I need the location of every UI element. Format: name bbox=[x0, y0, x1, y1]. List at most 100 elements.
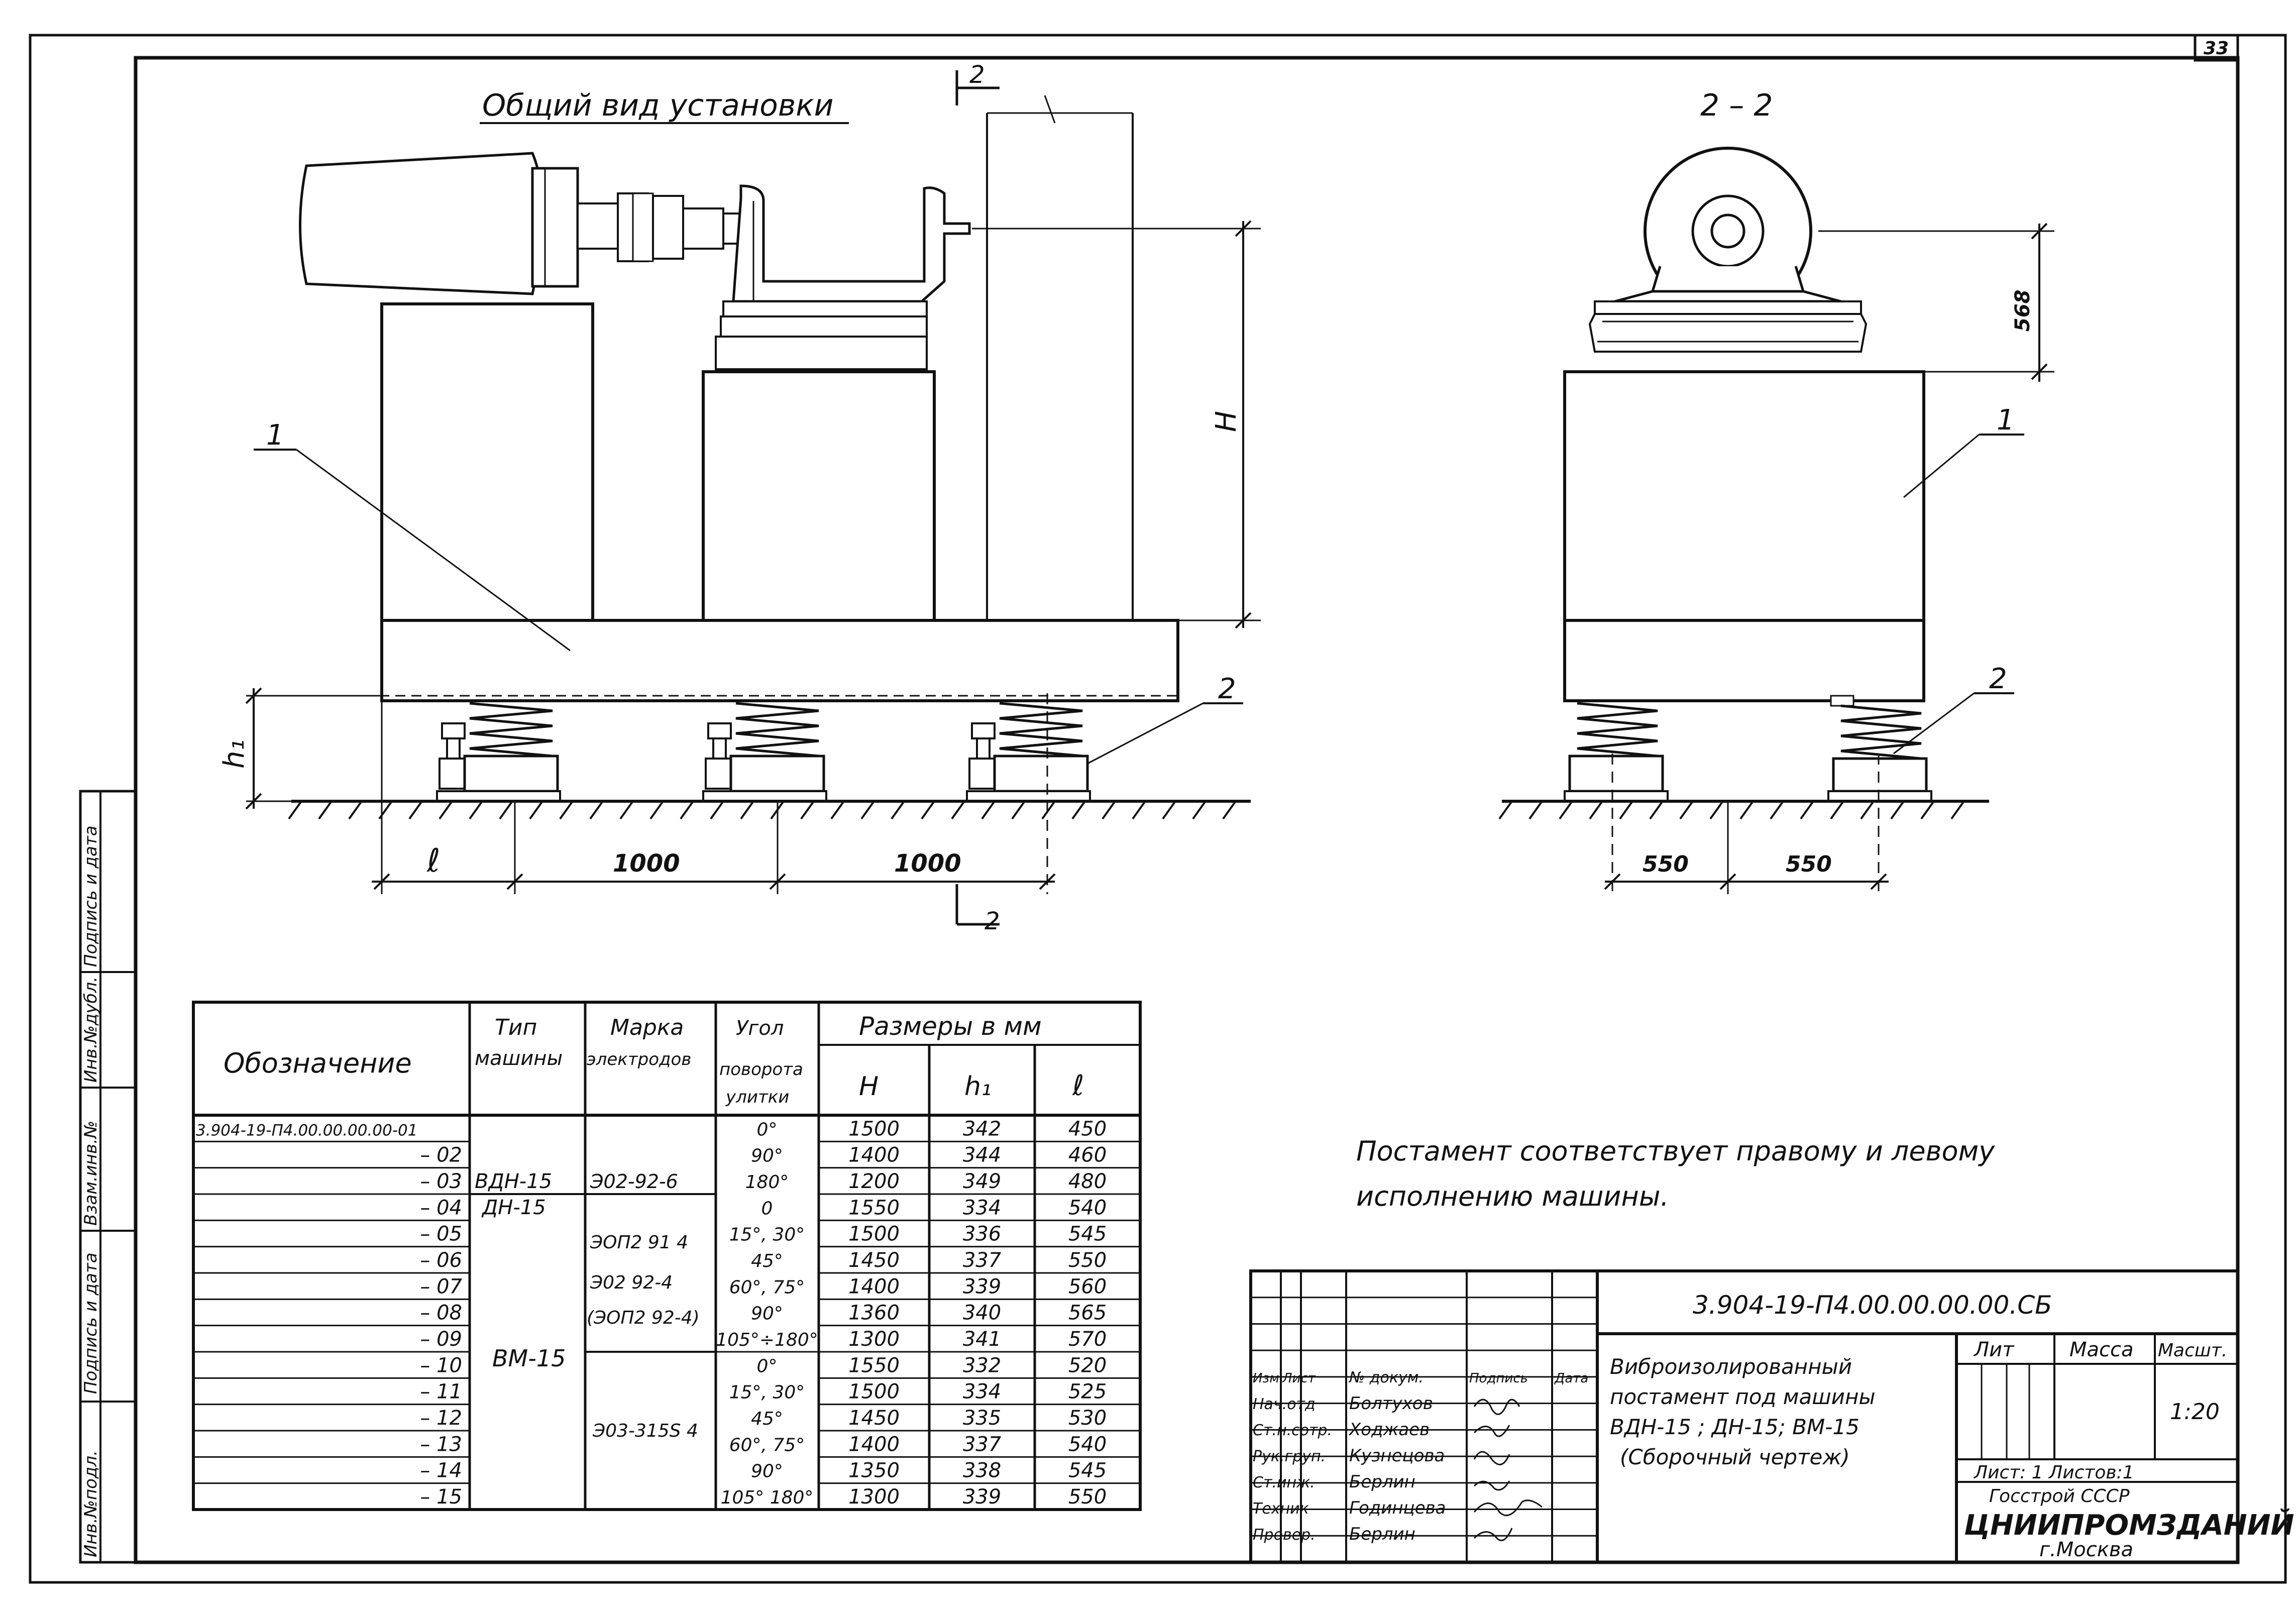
svg-text:H: H bbox=[1210, 411, 1243, 432]
document-name: постамент под машины bbox=[1610, 1384, 1876, 1409]
dimension-550: 550 550 bbox=[1604, 754, 1889, 894]
spec-table: Обозначение Тип машины Марка электродов … bbox=[192, 1001, 1142, 1511]
electrode-grade: Э03-315S 4 bbox=[592, 1421, 698, 1441]
column-header: Подпись bbox=[1469, 1371, 1528, 1386]
cell-angle: 90° bbox=[751, 1461, 783, 1482]
header-angle: улитки bbox=[725, 1087, 789, 1107]
header-electrode: электродов bbox=[587, 1049, 691, 1069]
cell-designation: – 03 bbox=[420, 1170, 462, 1193]
handwritten-signature bbox=[1473, 1480, 1510, 1491]
electrode-grade: Э02 92-4 bbox=[590, 1272, 673, 1293]
strip-label: Инв.№подл. bbox=[81, 1450, 101, 1557]
svg-text:2: 2 bbox=[985, 907, 1000, 935]
strip-label: Подпись и дата bbox=[81, 825, 101, 967]
cell-l: 530 bbox=[1068, 1407, 1107, 1430]
column-header: № докум. bbox=[1348, 1369, 1424, 1386]
svg-text:1: 1 bbox=[266, 419, 284, 452]
cell-l: 525 bbox=[1068, 1380, 1107, 1404]
cell-designation: – 13 bbox=[420, 1433, 462, 1456]
note-line: исполнению машины. bbox=[1356, 1181, 1669, 1212]
concrete-base-slab bbox=[380, 619, 1179, 702]
cell-designation: – 07 bbox=[420, 1275, 462, 1298]
side-view-2-2: 2 – 2 bbox=[1498, 88, 2054, 894]
spring-isolator bbox=[1564, 702, 1669, 802]
cell-h1: 339 bbox=[963, 1485, 1001, 1509]
cell-angle: 105° 180° bbox=[721, 1487, 814, 1508]
dimension-H: H bbox=[972, 220, 1261, 629]
cell-l: 460 bbox=[1068, 1144, 1107, 1167]
cell-H: 1550 bbox=[848, 1354, 900, 1377]
organization: г.Москва bbox=[2039, 1538, 2133, 1561]
handwritten-signature bbox=[1473, 1528, 1513, 1541]
machine-type: ВДН-15 bbox=[475, 1170, 552, 1193]
cell-l: 540 bbox=[1068, 1196, 1107, 1219]
signer-role: Техник bbox=[1253, 1500, 1309, 1518]
cell-h1: 335 bbox=[963, 1407, 1001, 1430]
header-machine-type: Тип bbox=[495, 1015, 537, 1040]
cell-l: 520 bbox=[1068, 1354, 1107, 1377]
spring-isolator bbox=[436, 702, 561, 802]
cell-h1: 336 bbox=[963, 1223, 1001, 1246]
handwritten-signature bbox=[1473, 1399, 1520, 1415]
header-sizes: Размеры в мм bbox=[859, 1012, 1042, 1041]
cell-h1: 338 bbox=[963, 1459, 1001, 1482]
cell-h1: 332 bbox=[963, 1354, 1001, 1377]
column-header: Дата bbox=[1554, 1371, 1588, 1386]
strip-label: Взам.инв.№ bbox=[81, 1121, 101, 1226]
svg-text:1000: 1000 bbox=[894, 849, 961, 878]
note-line: Постамент соответствует правому и левому bbox=[1356, 1135, 1995, 1167]
signer-name: Годинцева bbox=[1349, 1498, 1446, 1518]
outer-frame bbox=[29, 34, 2287, 1584]
cell-h1: 334 bbox=[963, 1196, 1001, 1219]
cell-angle: 90° bbox=[751, 1146, 783, 1166]
machine-type: ВМ-15 bbox=[492, 1345, 566, 1372]
cell-angle: 180° bbox=[745, 1172, 789, 1193]
callout-2: 2 bbox=[1087, 673, 1243, 765]
signer-role: Нач.отд bbox=[1253, 1396, 1316, 1413]
section-mark-top: 2 bbox=[955, 61, 1000, 105]
cell-h1: 344 bbox=[963, 1144, 1001, 1167]
strip-label: Подпись и дата bbox=[81, 1252, 101, 1394]
cell-l: 545 bbox=[1068, 1459, 1107, 1482]
signer-name: Ходжаев bbox=[1348, 1420, 1430, 1440]
spring-isolator bbox=[1827, 695, 1932, 802]
spec-table-grid bbox=[193, 1140, 1140, 1484]
document-name: (Сборочный чертеж) bbox=[1620, 1445, 1850, 1469]
title-block: 3.904-19-П4.00.00.00.00.СБ Виброизолиров… bbox=[1249, 1269, 2294, 1564]
cell-h1: 341 bbox=[963, 1328, 1001, 1351]
spring-isolator bbox=[966, 702, 1091, 802]
cell-designation: – 14 bbox=[420, 1459, 462, 1482]
signer-role: Ст.инж. bbox=[1253, 1474, 1315, 1491]
concrete-block-right bbox=[702, 370, 936, 622]
signer-role: Рук.груп. bbox=[1253, 1448, 1326, 1465]
cell-H: 1300 bbox=[848, 1485, 900, 1509]
cell-l: 480 bbox=[1068, 1170, 1107, 1193]
title-block-grid bbox=[1251, 1297, 1597, 1537]
electrode-grade: ЭОП2 91 4 bbox=[590, 1232, 688, 1253]
cell-angle: 0 bbox=[761, 1198, 773, 1219]
header-l: ℓ bbox=[1072, 1069, 1084, 1102]
spring-isolator bbox=[702, 702, 827, 802]
cell-designation: – 05 bbox=[420, 1223, 462, 1246]
cell-h1: 337 bbox=[963, 1433, 1002, 1456]
strip-label: Инв.№дубл. bbox=[81, 977, 101, 1083]
electrode-grade: (ЭОП2 92-4) bbox=[587, 1308, 700, 1328]
signer-name: Берлин bbox=[1349, 1472, 1415, 1492]
fan-housing bbox=[715, 184, 971, 370]
handwritten-signature bbox=[1473, 1451, 1510, 1465]
cell-h1: 334 bbox=[963, 1380, 1001, 1404]
ground-line-side bbox=[1498, 800, 1989, 820]
cell-H: 1400 bbox=[848, 1275, 900, 1298]
electrode-grade: Э02-92-6 bbox=[590, 1170, 678, 1193]
dimension-chain-bottom: ℓ 1000 1000 bbox=[372, 693, 1056, 894]
section-mark-bottom: 2 bbox=[955, 884, 1000, 935]
document-name: ВДН-15 ; ДН-15; ВМ-15 bbox=[1610, 1415, 1860, 1439]
left-approval-strip: Инв.№подл. Подпись и дата Взам.инв.№ Инв… bbox=[79, 790, 137, 1564]
cell-h1: 340 bbox=[963, 1302, 1001, 1325]
header-angle: Угол bbox=[736, 1017, 784, 1040]
cell-designation: – 02 bbox=[420, 1144, 462, 1167]
cell-angle: 15°, 30° bbox=[729, 1382, 805, 1403]
cell-angle: 60°, 75° bbox=[729, 1435, 805, 1455]
cell-designation: – 06 bbox=[420, 1249, 462, 1272]
organization: ЦНИИПРОМЗДАНИЙ bbox=[1964, 1509, 2294, 1542]
